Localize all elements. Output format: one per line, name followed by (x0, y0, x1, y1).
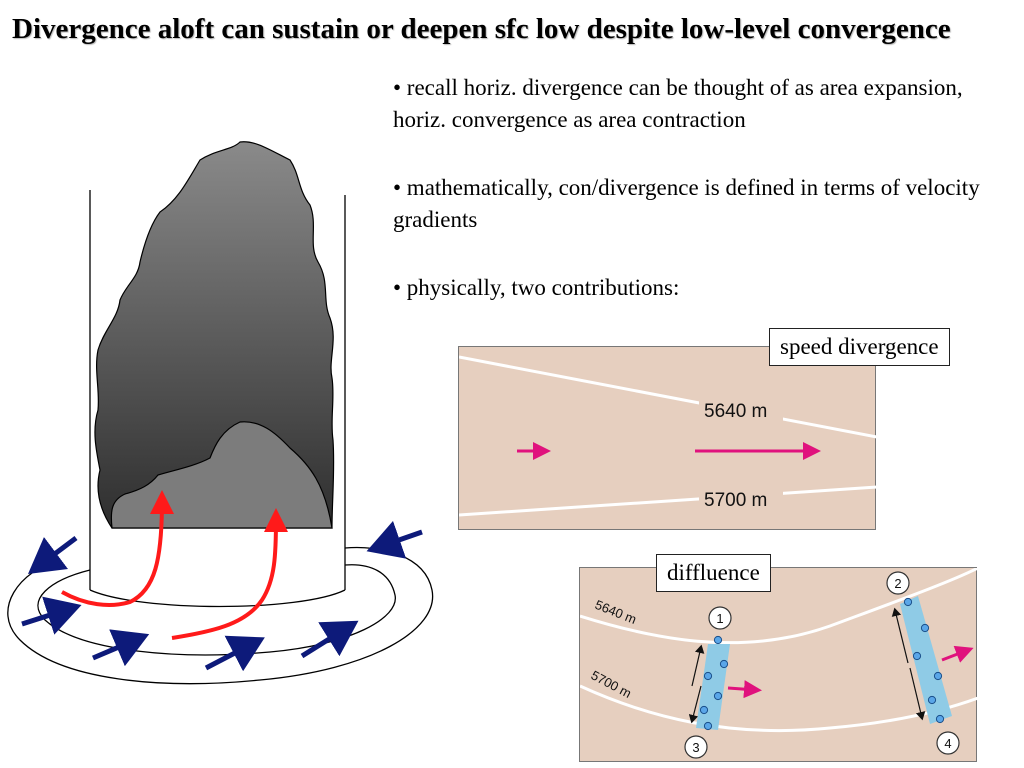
width-arrow-right-up (891, 607, 909, 664)
bullet-two-contributions: • physically, two contributions: (393, 275, 680, 300)
diffluence-label-5700: 5700 m (589, 667, 634, 701)
slide-title: Divergence aloft can sustain or deepen s… (12, 13, 951, 45)
outflow-arrow-left (28, 536, 78, 574)
svg-text:3: 3 (692, 740, 699, 755)
inflow-arrow-front-1 (92, 629, 150, 667)
bullet-velocity-gradients: • mathematically, con/divergence is defi… (393, 175, 980, 232)
point-marker-1: 1 (708, 606, 732, 630)
width-arrow-left-down (688, 685, 702, 724)
dark-cloud (94, 141, 335, 529)
outer-ring (7, 546, 434, 685)
contour-5640 (459, 355, 877, 439)
diffluence-contour-5700 (580, 684, 978, 733)
diffluence-label: diffluence (656, 554, 771, 592)
contour-5700 (459, 485, 877, 517)
inflow-arrow-front-3 (300, 620, 359, 659)
svg-text:4: 4 (944, 736, 951, 751)
surface-low-diagram (7, 141, 434, 685)
bullet-area-expansion: • recall horiz. divergence can be though… (393, 75, 963, 132)
diffluence-contour-5640 (580, 568, 978, 645)
parcel-band-right (900, 596, 952, 724)
inflow-arrow-right-top (366, 520, 423, 559)
column-base (89, 589, 346, 608)
diffluence-wind-arrow-2 (941, 645, 974, 663)
point-marker-3: 3 (684, 735, 708, 759)
bullet-list: • recall horiz. divergence can be though… (393, 72, 1003, 340)
speed-divergence-panel: 5640 m 5700 m (458, 346, 877, 530)
speed-divergence-figure: 5640 m 5700 m (459, 355, 877, 517)
diffluence-figure: 5640 m 5700 m 1 2 (580, 568, 978, 759)
svg-text:1: 1 (716, 611, 723, 626)
speed-divergence-label: speed divergence (769, 328, 950, 366)
width-arrow-left-up (691, 644, 705, 687)
width-arrow-right-down (909, 667, 926, 721)
updraft-arrow-right (171, 508, 288, 640)
inflow-arrow-left-low (21, 596, 82, 635)
updraft-arrow-left (61, 490, 174, 607)
inflow-arrow-front-2 (204, 635, 265, 672)
contour-label-5700: 5700 m (704, 490, 767, 511)
svg-text:2: 2 (894, 576, 901, 591)
point-marker-2: 2 (886, 571, 910, 595)
point-marker-4: 4 (936, 731, 960, 755)
contour-label-5640: 5640 m (704, 401, 767, 422)
inner-ring (37, 564, 396, 656)
diffluence-panel: 5640 m 5700 m 1 2 (579, 567, 978, 762)
diffluence-wind-arrow-1 (727, 680, 762, 699)
